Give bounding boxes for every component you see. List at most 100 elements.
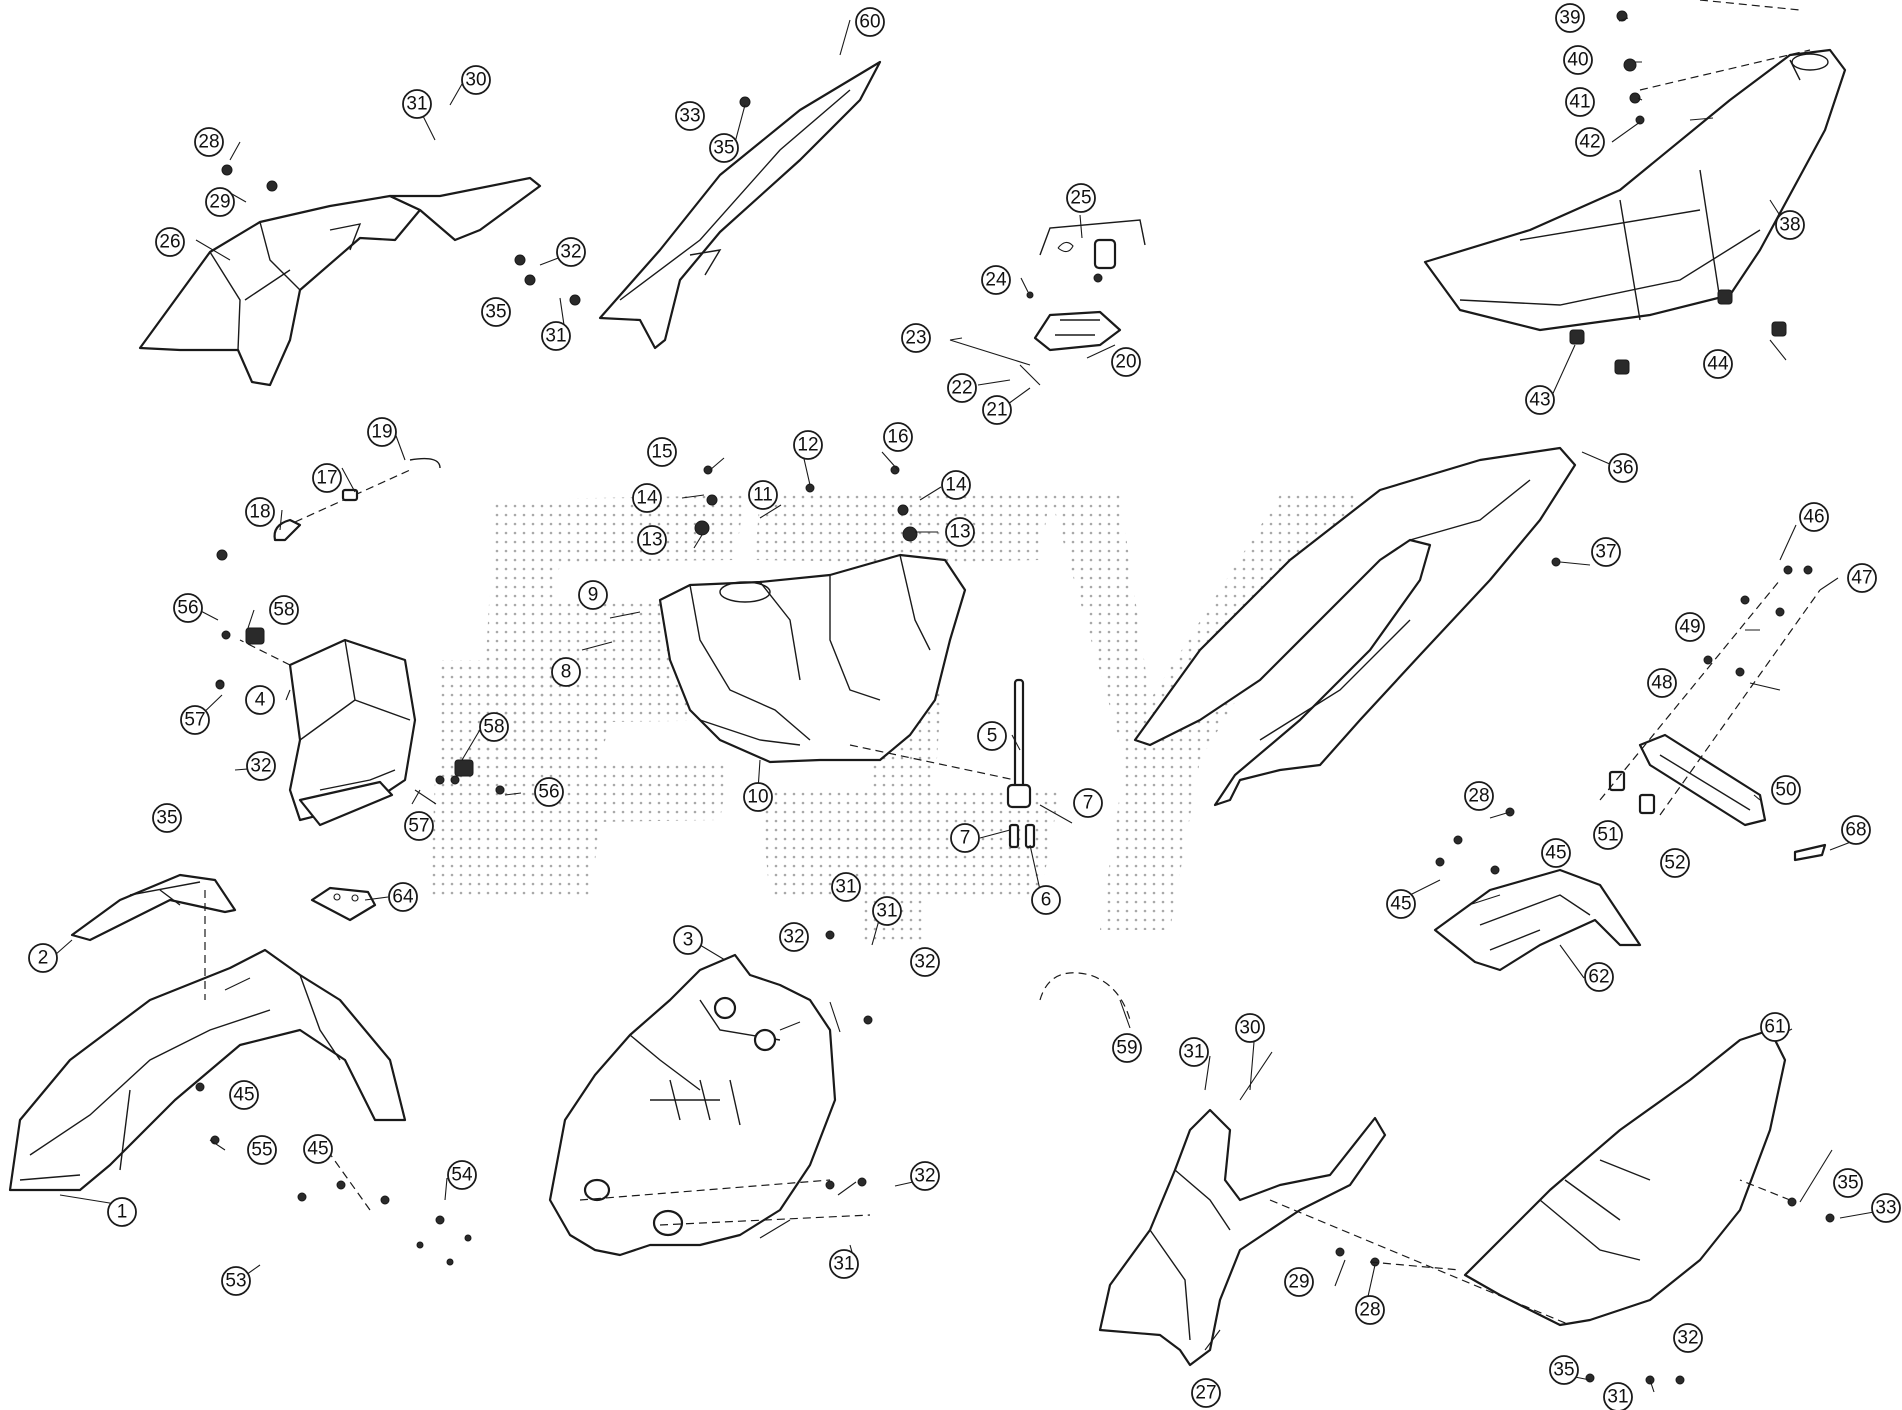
callout-39: 39 xyxy=(1555,3,1585,33)
svg-text:35: 35 xyxy=(156,808,177,829)
svg-text:9: 9 xyxy=(588,585,599,606)
callout-13a: 13 xyxy=(637,525,667,555)
callout-45b: 45 xyxy=(1386,889,1416,919)
callout-44: 44 xyxy=(1703,349,1733,379)
callout-24: 24 xyxy=(981,265,1011,295)
svg-text:35: 35 xyxy=(713,138,734,159)
callout-58b: 58 xyxy=(479,712,509,742)
svg-text:20: 20 xyxy=(1115,352,1136,373)
callout-64: 64 xyxy=(388,882,418,912)
svg-text:26: 26 xyxy=(159,232,180,253)
callout-45d: 45 xyxy=(303,1134,333,1164)
callout-31b: 31 xyxy=(541,321,571,351)
callout-2: 2 xyxy=(28,943,58,973)
callout-56a: 56 xyxy=(173,593,203,623)
svg-text:29: 29 xyxy=(1288,1272,1309,1293)
callout-36: 36 xyxy=(1608,453,1638,483)
callout-59: 59 xyxy=(1112,1033,1142,1063)
svg-text:28: 28 xyxy=(1468,786,1489,807)
svg-text:28: 28 xyxy=(1359,1300,1380,1321)
svg-text:35: 35 xyxy=(1837,1173,1858,1194)
svg-text:30: 30 xyxy=(1239,1018,1260,1039)
svg-text:23: 23 xyxy=(905,328,926,349)
callout-29b: 29 xyxy=(1284,1267,1314,1297)
svg-text:31: 31 xyxy=(876,901,897,922)
svg-text:31: 31 xyxy=(545,326,566,347)
callout-16: 16 xyxy=(883,422,913,452)
part-radiator-shroud-left xyxy=(138,176,542,387)
svg-text:31: 31 xyxy=(406,94,427,115)
svg-text:46: 46 xyxy=(1803,507,1824,528)
callout-42: 42 xyxy=(1575,127,1605,157)
svg-text:12: 12 xyxy=(797,435,818,456)
svg-text:4: 4 xyxy=(255,690,266,711)
callout-35d: 35 xyxy=(1833,1168,1863,1198)
callout-8: 8 xyxy=(551,657,581,687)
svg-text:42: 42 xyxy=(1579,132,1600,153)
callout-19: 19 xyxy=(367,417,397,447)
callout-50: 50 xyxy=(1771,775,1801,805)
part-fuel-bracket xyxy=(949,219,1146,386)
callout-32a: 32 xyxy=(556,237,586,267)
callout-31e: 31 xyxy=(829,1249,859,1279)
callout-11: 11 xyxy=(748,480,778,510)
callout-29a: 29 xyxy=(205,187,235,217)
callout-10: 10 xyxy=(743,782,773,812)
svg-text:33: 33 xyxy=(1875,1198,1896,1219)
svg-text:31: 31 xyxy=(835,877,856,898)
svg-text:8: 8 xyxy=(561,662,572,683)
svg-text:14: 14 xyxy=(636,488,658,509)
svg-text:37: 37 xyxy=(1595,542,1616,563)
callout-60: 60 xyxy=(855,7,885,37)
part-airbox-cover xyxy=(548,953,837,1257)
callout-46: 46 xyxy=(1799,502,1829,532)
callout-61: 61 xyxy=(1760,1012,1790,1042)
svg-text:3: 3 xyxy=(683,930,694,951)
callout-53: 53 xyxy=(221,1266,251,1296)
svg-text:11: 11 xyxy=(753,485,773,506)
part-fuel-tank xyxy=(658,553,967,764)
callout-58a: 58 xyxy=(269,595,299,625)
callout-30b: 30 xyxy=(1235,1013,1265,1043)
callout-4: 4 xyxy=(245,685,275,715)
svg-text:32: 32 xyxy=(250,756,271,777)
svg-text:49: 49 xyxy=(1679,617,1700,638)
callout-43: 43 xyxy=(1525,385,1555,415)
callout-28c: 28 xyxy=(1355,1295,1385,1325)
callout-31a: 31 xyxy=(402,89,432,119)
callout-32d: 32 xyxy=(910,947,940,977)
svg-text:58: 58 xyxy=(273,600,294,621)
svg-text:64: 64 xyxy=(392,887,414,908)
svg-text:45: 45 xyxy=(233,1085,254,1106)
part-bracket-64 xyxy=(310,886,377,922)
callout-15: 15 xyxy=(647,437,677,467)
callout-28a: 28 xyxy=(194,127,224,157)
callout-14a: 14 xyxy=(632,483,662,513)
svg-text:48: 48 xyxy=(1651,673,1672,694)
callout-18: 18 xyxy=(245,497,275,527)
callout-7b: 7 xyxy=(950,823,980,853)
callout-31d: 31 xyxy=(872,896,902,926)
svg-text:17: 17 xyxy=(316,468,337,489)
callout-35e: 35 xyxy=(1549,1355,1579,1385)
callout-31c: 31 xyxy=(831,872,861,902)
callout-51: 51 xyxy=(1593,820,1623,850)
leader-lines xyxy=(54,0,1875,1393)
part-front-fender xyxy=(8,948,407,1192)
callout-49: 49 xyxy=(1675,612,1705,642)
callout-47: 47 xyxy=(1847,563,1877,593)
svg-text:5: 5 xyxy=(987,726,998,747)
svg-text:36: 36 xyxy=(1612,458,1633,479)
callout-35c: 35 xyxy=(152,803,182,833)
svg-text:32: 32 xyxy=(560,242,581,263)
callout-41: 41 xyxy=(1565,87,1595,117)
svg-text:57: 57 xyxy=(408,816,429,837)
callout-1: 1 xyxy=(107,1197,137,1227)
svg-text:18: 18 xyxy=(249,502,270,523)
callout-14b: 14 xyxy=(941,470,971,500)
callout-25: 25 xyxy=(1066,183,1096,213)
part-side-panel-right xyxy=(1463,1028,1787,1327)
part-breather-hose xyxy=(273,457,441,542)
part-side-panel-upper xyxy=(598,60,882,350)
svg-text:45: 45 xyxy=(1545,843,1566,864)
